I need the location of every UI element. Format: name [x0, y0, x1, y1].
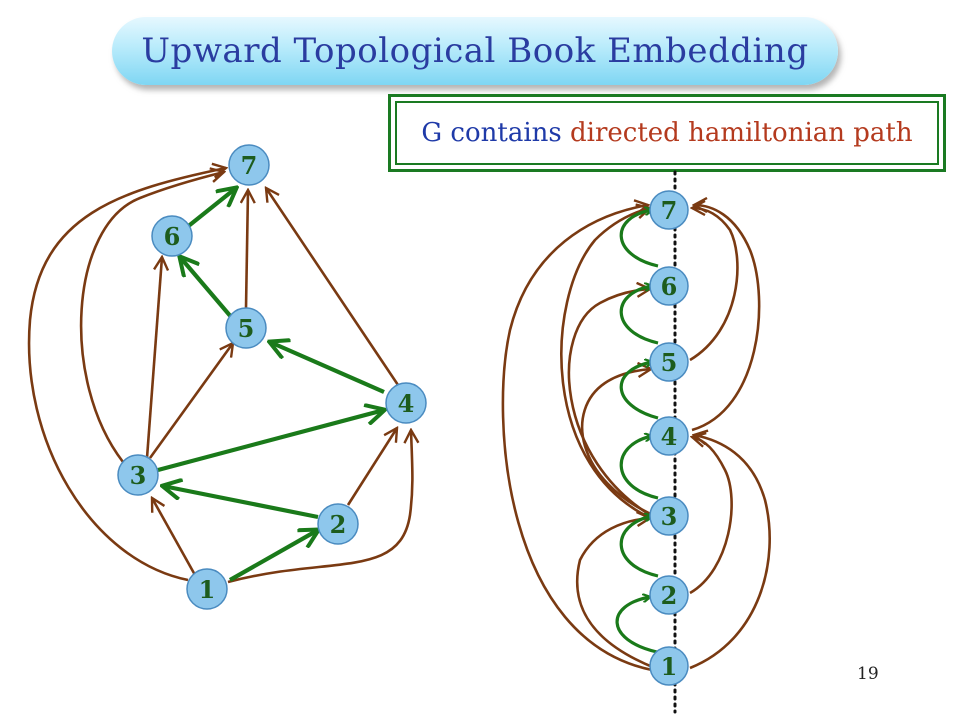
edge-2-4: [346, 428, 397, 506]
edge-r1-r7: [501, 205, 653, 672]
edge-1-3: [152, 498, 197, 576]
spine-node-1: 1: [649, 646, 689, 686]
spine-node-7-label: 7: [661, 196, 678, 225]
edge-5-6-green: [180, 257, 234, 320]
edge-r2-r4: [689, 437, 733, 595]
edge-r5-r7: [689, 208, 739, 362]
spine-node-4-label: 4: [661, 422, 678, 451]
node-1-label: 1: [199, 575, 216, 604]
edge-r3-r7: [560, 208, 656, 522]
node-7-label: 7: [241, 151, 258, 180]
edge-6-7-green: [184, 188, 236, 230]
edge-r1-r2-green: [615, 597, 658, 654]
edge-r3-r5: [580, 369, 656, 518]
left-graph: 1 2 3 4 5 6 7: [27, 144, 427, 610]
spine-node-6-label: 6: [661, 272, 678, 301]
node-5-label: 5: [238, 314, 255, 343]
edge-3-5: [148, 343, 233, 459]
edge-2-3-green: [163, 486, 319, 520]
edge-3-6: [145, 257, 162, 459]
node-6-label: 6: [164, 222, 181, 251]
edge-r6-r7-green: [619, 210, 659, 268]
spine-node-5-label: 5: [661, 348, 678, 377]
spine-node-1-label: 1: [661, 652, 678, 681]
spine-node-7: 7: [649, 190, 689, 230]
spine-node-4: 4: [649, 416, 689, 456]
node-4: 4: [385, 382, 427, 424]
edge-r1-r4: [689, 435, 771, 670]
spine-node-6: 6: [649, 266, 689, 306]
node-3-label: 3: [130, 461, 147, 490]
page-number: 19: [857, 664, 879, 684]
spine-node-2-label: 2: [661, 581, 678, 610]
node-2: 2: [317, 503, 359, 545]
spine-node-2: 2: [649, 575, 689, 615]
node-6: 6: [151, 215, 193, 257]
edge-1-4: [227, 430, 412, 584]
edge-r2-r3-green: [619, 516, 659, 578]
edge-4-5-green: [270, 342, 385, 394]
edge-r4-r7: [691, 205, 761, 432]
edge-r5-r6-green: [619, 286, 659, 345]
callout-box: G contains directed hamiltonian path: [388, 94, 946, 172]
node-5: 5: [225, 307, 267, 349]
node-3: 3: [117, 454, 159, 496]
edge-1-2-green: [228, 530, 318, 582]
edge-r3-r4-green: [619, 436, 659, 500]
edge-4-7: [266, 188, 400, 386]
callout-text-part2: directed hamiltonian path: [570, 118, 913, 148]
spine-node-5: 5: [649, 342, 689, 382]
edge-3-4-green: [157, 410, 384, 473]
right-graph: 1 2 3 4 5 6 7: [501, 170, 771, 714]
spine-node-3-label: 3: [661, 502, 678, 531]
edge-r3-r6: [567, 289, 656, 520]
spine-node-3: 3: [649, 496, 689, 536]
node-7: 7: [228, 144, 270, 186]
node-2-label: 2: [330, 510, 347, 539]
edge-1-7: [27, 168, 226, 582]
callout-inner: G contains directed hamiltonian path: [395, 101, 939, 165]
callout-text-part1: G contains: [421, 118, 562, 148]
slide-title: Upward Topological Book Embedding: [141, 31, 809, 71]
edge-r4-r5-green: [619, 362, 659, 420]
node-1: 1: [186, 568, 228, 610]
edge-5-7: [246, 190, 248, 309]
edge-r1-r3: [575, 518, 656, 670]
edge-3-7: [79, 172, 224, 463]
title-banner: Upward Topological Book Embedding: [112, 17, 838, 85]
node-4-label: 4: [398, 389, 415, 418]
